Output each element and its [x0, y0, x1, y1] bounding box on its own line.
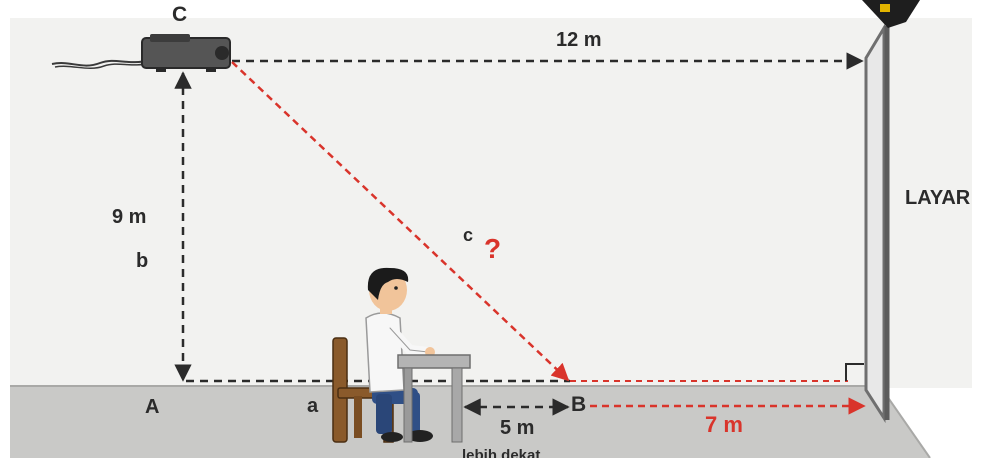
label-side-b: b	[136, 250, 149, 272]
right-angle-icon	[845, 363, 864, 381]
label-floor-distance: 5 m	[500, 417, 535, 439]
caption-partial: lebih dekat	[462, 447, 541, 458]
label-point-c: C	[172, 3, 188, 26]
projector-icon	[51, 34, 231, 72]
label-question-mark: ?	[484, 233, 502, 264]
label-screen: LAYAR	[905, 187, 971, 209]
label-point-b: B	[571, 393, 587, 416]
corner-projector-icon	[862, 0, 920, 28]
label-height: 9 m	[112, 206, 147, 228]
screen-icon	[864, 22, 890, 424]
label-point-a: A	[145, 396, 160, 418]
wall	[10, 18, 972, 388]
hypotenuse-c-line	[231, 61, 570, 382]
desk-icon	[397, 354, 471, 443]
label-ceiling-distance: 12 m	[556, 29, 602, 51]
floor	[10, 386, 930, 458]
label-remaining-distance: 7 m	[705, 412, 743, 437]
label-side-c: c	[463, 225, 474, 245]
label-side-a: a	[307, 395, 319, 417]
